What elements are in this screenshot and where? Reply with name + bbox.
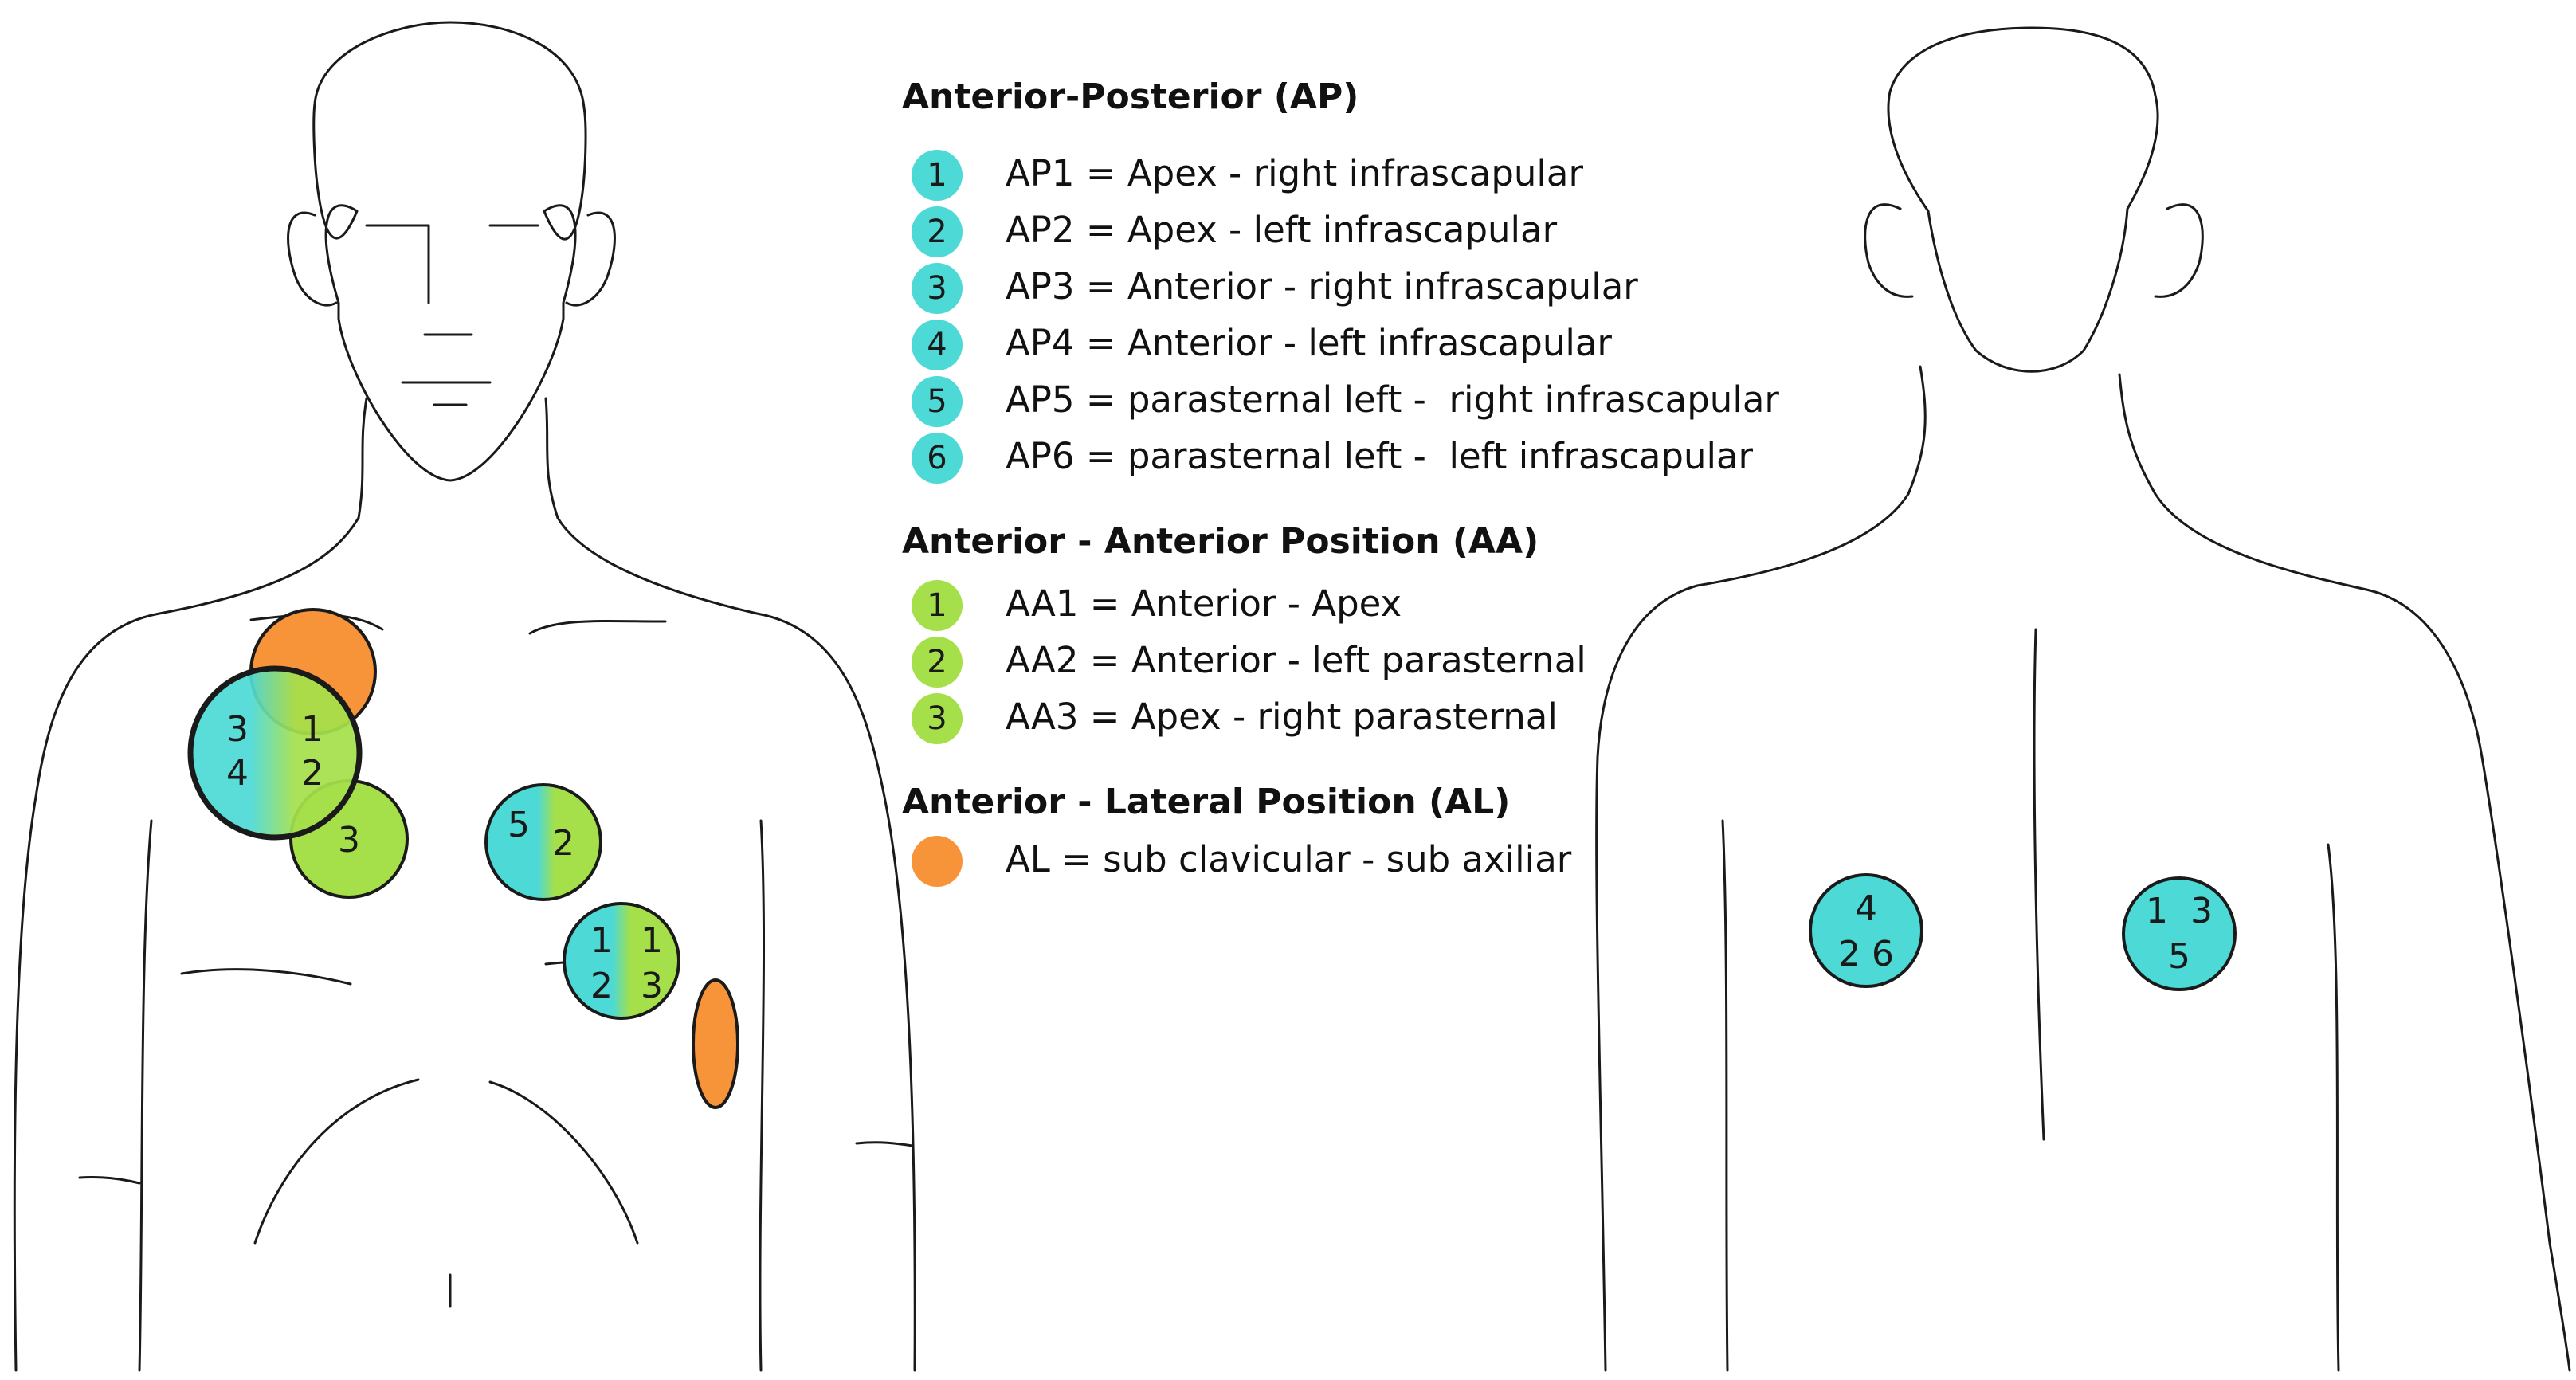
front-ribcage-left (253, 1078, 420, 1245)
legend-text-al: AL = sub clavicular - sub axiliar (1006, 838, 1572, 880)
legend-badge-aa2: 2 (912, 637, 963, 688)
lower-marker-label-tr: 1 (641, 920, 663, 961)
front-ribcage-right (488, 1080, 639, 1245)
front-right-ear (565, 211, 616, 307)
back-left-ear (1864, 203, 1914, 298)
back-left-label-bottom: 2 6 (1838, 934, 1894, 974)
legend-item-aa3: 3 AA3 = Apex - right parasternal (902, 688, 1858, 745)
back-neck-left (1907, 365, 1927, 496)
legend-item-ap5: 5 AP5 = parasternal left - right infrasc… (902, 371, 1858, 428)
big-combined-marker (187, 665, 363, 841)
legend-heading-al: Anterior - Lateral Position (AL) (902, 782, 1511, 822)
legend-item-ap1: 1 AP1 = Apex - right infrascapular (902, 145, 1858, 202)
legend-text-ap3: AP3 = Anterior - right infrascapular (1006, 265, 1638, 308)
front-pectoral-left (180, 968, 352, 986)
big-marker-label-br: 2 (301, 753, 323, 794)
back-marker-left (1809, 873, 1923, 988)
legend-badge-ap4: 4 (912, 320, 963, 370)
front-torso-right-outline (556, 516, 916, 1372)
back-right-label-bottom: 5 (2168, 936, 2190, 977)
legend-heading-aa: Anterior - Anterior Position (AA) (902, 521, 1539, 562)
front-marker-labels: 3 1 4 2 3 5 2 1 1 2 3 (226, 709, 663, 1006)
legend-text-aa1: AA1 = Anterior - Apex (1006, 582, 1402, 625)
lower-combined-marker (563, 902, 680, 1020)
mid-combined-marker (484, 783, 602, 901)
legend-badge-ap5: 5 (912, 376, 963, 427)
back-right-ear (2154, 203, 2204, 298)
lower-marker-label-br: 3 (641, 966, 663, 1006)
legend-item-ap3: 3 AP3 = Anterior - right infrascapular (902, 258, 1858, 315)
front-arm-line-left (138, 819, 153, 1372)
back-torso-right-outline (2154, 492, 2571, 1372)
back-torso-left-outline (1595, 492, 1910, 1372)
legend-item-aa2: 2 AA2 = Anterior - left parasternal (902, 632, 1858, 688)
front-body-figure (13, 21, 916, 1372)
back-arm-line-left (1721, 819, 1729, 1372)
back-left-label-top: 4 (1855, 888, 1877, 929)
legend-badge-aa1: 1 (912, 580, 963, 631)
aa3-marker-label: 3 (338, 820, 360, 861)
front-left-ear (287, 211, 338, 307)
front-clavicle-right (528, 619, 667, 635)
legend-swatch-al (912, 836, 963, 887)
lower-marker-label-bl: 2 (590, 966, 613, 1006)
legend-item-ap4: 4 AP4 = Anterior - left infrascapular (902, 315, 1858, 371)
big-marker-label-tr: 1 (301, 709, 323, 750)
front-neck-left (357, 397, 368, 519)
legend-badge-ap3: 3 (912, 263, 963, 314)
mid-marker-label-left: 5 (508, 805, 530, 845)
front-eyebrow-left (365, 224, 430, 304)
back-right-label-top: 1 3 (2146, 891, 2213, 931)
legend-badge-aa3: 3 (912, 693, 963, 744)
back-neck-right (2118, 373, 2157, 496)
al-marker-subaxillar (692, 978, 739, 1109)
big-marker-label-bl: 4 (226, 753, 249, 794)
legend-item-ap6: 6 AP6 = parasternal left - left infrasca… (902, 428, 1858, 484)
lower-marker-label-tl: 1 (590, 920, 613, 961)
legend-text-ap5: AP5 = parasternal left - right infrascap… (1006, 378, 1779, 421)
back-electrode-markers (1809, 873, 2237, 991)
legend-badge-ap1: 1 (912, 150, 963, 201)
legend-text-aa2: AA2 = Anterior - left parasternal (1006, 639, 1586, 681)
legend-badge-ap2: 2 (912, 206, 963, 257)
front-arm-line-right (759, 819, 766, 1372)
front-torso-outline (13, 516, 360, 1372)
legend-item-ap2: 2 AP2 = Apex - left infrascapular (902, 202, 1858, 258)
legend-text-ap4: AP4 = Anterior - left infrascapular (1006, 322, 1612, 364)
legend-badge-ap6: 6 (912, 433, 963, 484)
legend-item-al: AL = sub clavicular - sub axiliar (902, 831, 1858, 888)
back-spine-line (2033, 628, 2045, 1141)
legend-text-ap6: AP6 = parasternal left - left infrascapu… (1006, 435, 1754, 477)
legend: Anterior-Posterior (AP) 1 AP1 = Apex - r… (902, 75, 1858, 888)
front-waist-left (78, 1176, 141, 1185)
front-neck-right (544, 397, 559, 519)
legend-item-aa1: 1 AA1 = Anterior - Apex (902, 575, 1858, 632)
legend-text-aa3: AA3 = Apex - right parasternal (1006, 696, 1558, 738)
front-electrode-markers (187, 608, 739, 1109)
mid-marker-label-right: 2 (552, 823, 574, 864)
front-waist-right (855, 1141, 914, 1147)
back-marker-right (2122, 876, 2237, 991)
back-arm-line-right (2327, 843, 2340, 1372)
legend-text-ap2: AP2 = Apex - left infrascapular (1006, 209, 1558, 251)
front-head-outline (312, 21, 587, 482)
back-head-outline (1887, 26, 2159, 373)
big-marker-label-tl: 3 (226, 709, 249, 750)
legend-text-ap1: AP1 = Apex - right infrascapular (1006, 152, 1583, 194)
back-body-figure (1595, 26, 2571, 1372)
legend-heading-ap: Anterior-Posterior (AP) (902, 76, 1359, 117)
back-marker-labels: 4 2 6 1 3 5 (1838, 888, 2213, 977)
